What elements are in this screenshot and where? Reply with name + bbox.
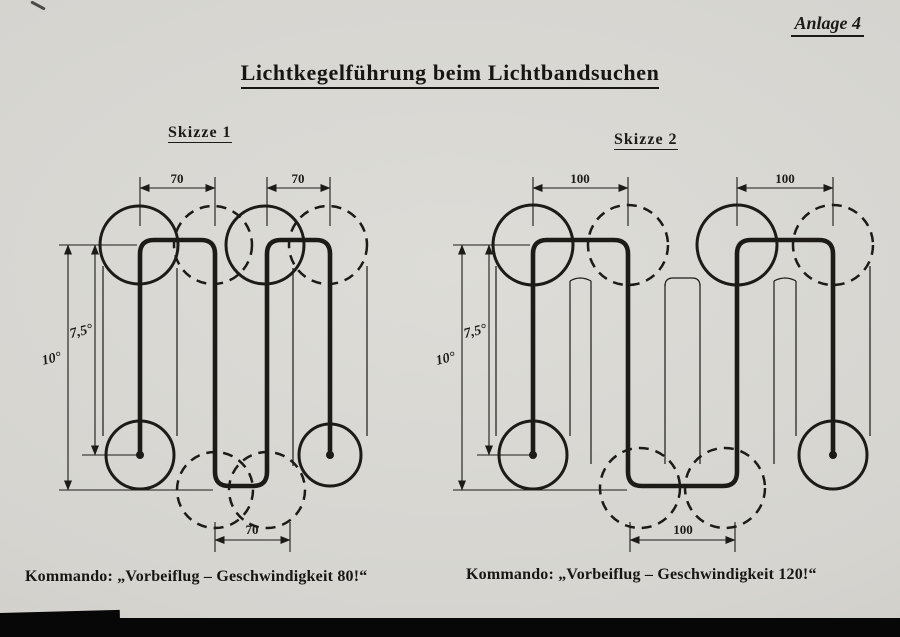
dim-label-angle-outer: 10°: [40, 349, 63, 368]
sketch1-drawing: 70 70 70 10° 7,5°: [40, 171, 369, 552]
scan-artifact-mark: [30, 0, 46, 11]
light-cones-solid: [491, 203, 869, 491]
light-band-edges: [102, 266, 368, 466]
dim-label-bottom: 70: [246, 522, 259, 537]
dim-label-top-right: 100: [775, 171, 795, 186]
sketch2-dim-labels: 100 100 100 10° 7,5°: [434, 171, 794, 537]
dimension-lines: [59, 177, 331, 552]
scan-edge-bar: [0, 618, 900, 637]
page-title: Lichtkegelführung beim Lichtbandsuchen: [0, 60, 900, 89]
cone-center-dots: [136, 451, 334, 459]
dim-label-top-right: 70: [292, 171, 305, 186]
sketch1-caption: Kommando: „Vorbeiflug – Geschwindigkeit …: [25, 568, 368, 585]
sketch2-drawing: 100 100 100 10° 7,5°: [434, 171, 875, 552]
light-band-edges: [495, 266, 871, 464]
dim-label-bottom: 100: [673, 522, 693, 537]
dim-label-angle-inner: 7,5°: [68, 322, 94, 342]
page-title-text: Lichtkegelführung beim Lichtbandsuchen: [240, 60, 660, 89]
dim-label-top-left: 70: [171, 171, 184, 186]
dim-label-angle-inner: 7,5°: [462, 322, 488, 342]
flight-path: [137, 237, 333, 489]
dim-label-top-left: 100: [570, 171, 590, 186]
dimension-lines: [453, 177, 834, 552]
sketch2-caption: Kommando: „Vorbeiflug – Geschwindigkeit …: [466, 566, 817, 583]
flight-path: [530, 237, 836, 489]
cone-center-dots: [529, 451, 837, 459]
dim-label-angle-outer: 10°: [434, 349, 457, 368]
light-cones-solid: [98, 204, 363, 491]
light-cones-dashed: [172, 204, 369, 530]
sketch1-label-text: Skizze 1: [168, 124, 232, 143]
sketch2-label: Skizze 2: [614, 131, 678, 150]
sketch1-label: Skizze 1: [168, 124, 232, 143]
annex-label: Anlage 4: [791, 13, 864, 37]
sketch2-label-text: Skizze 2: [614, 131, 678, 150]
light-cones-dashed: [586, 203, 875, 530]
sketch1-dim-labels: 70 70 70 10° 7,5°: [40, 171, 304, 537]
